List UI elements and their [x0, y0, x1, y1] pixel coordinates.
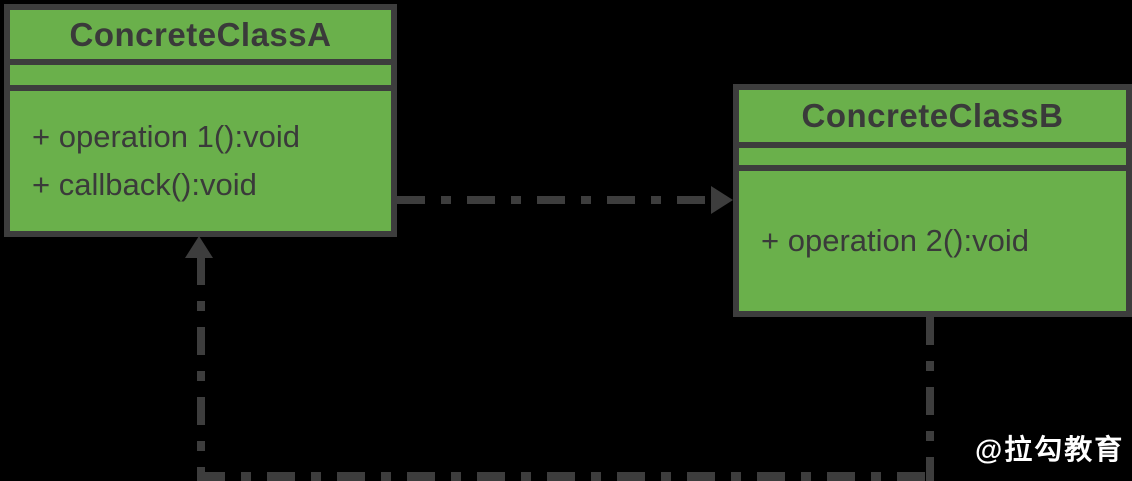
class-a-attributes-section: [10, 65, 391, 91]
class-a-method-label: + callback():void: [32, 167, 257, 202]
dependency-line-a-to-b: [397, 196, 711, 204]
bottom-return-line: [197, 472, 934, 481]
class-a-method-label: + operation 1():void: [32, 119, 300, 154]
line-from-b-down: [926, 317, 934, 481]
arrow-right-icon: [711, 186, 733, 214]
class-b-attributes-section: [739, 148, 1126, 171]
class-b-methods-section: + operation 2():void: [739, 171, 1126, 311]
class-a-methods-section: + operation 1():void + callback():void: [10, 91, 391, 231]
watermark-label: @拉勾教育: [975, 434, 1125, 465]
class-b-title: ConcreteClassB: [739, 90, 1126, 148]
class-box-concrete-class-b: ConcreteClassB + operation 2():void: [733, 84, 1132, 317]
callback-line-vertical: [197, 257, 205, 478]
class-a-title: ConcreteClassA: [10, 10, 391, 65]
class-box-concrete-class-a: ConcreteClassA + operation 1():void + ca…: [4, 4, 397, 237]
arrow-up-icon: [185, 236, 213, 258]
class-b-method-label: + operation 2():void: [761, 223, 1029, 258]
